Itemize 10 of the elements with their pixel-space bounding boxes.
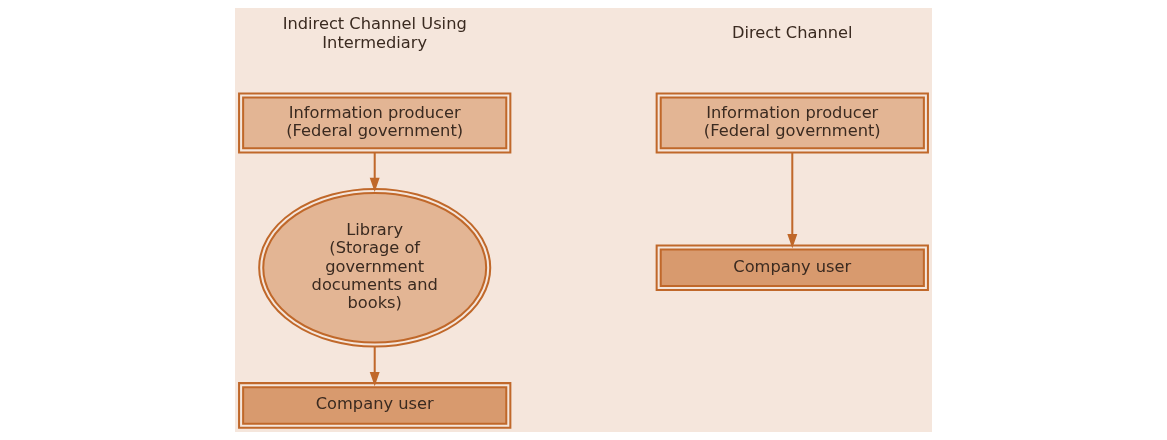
arrow [369, 346, 380, 387]
label: Direct Channel [732, 23, 853, 43]
node-ellipse: Library (Storage of government documents and books) [258, 187, 492, 348]
node-box: Information producer (Federal government) [238, 92, 512, 154]
node-box: Company user [655, 244, 929, 292]
arrow [787, 152, 798, 249]
label: Indirect Channel Using Intermediary [282, 14, 467, 52]
node-box: Company user [238, 382, 512, 429]
node-box: Information producer (Federal government) [655, 92, 929, 154]
arrow [369, 152, 380, 192]
